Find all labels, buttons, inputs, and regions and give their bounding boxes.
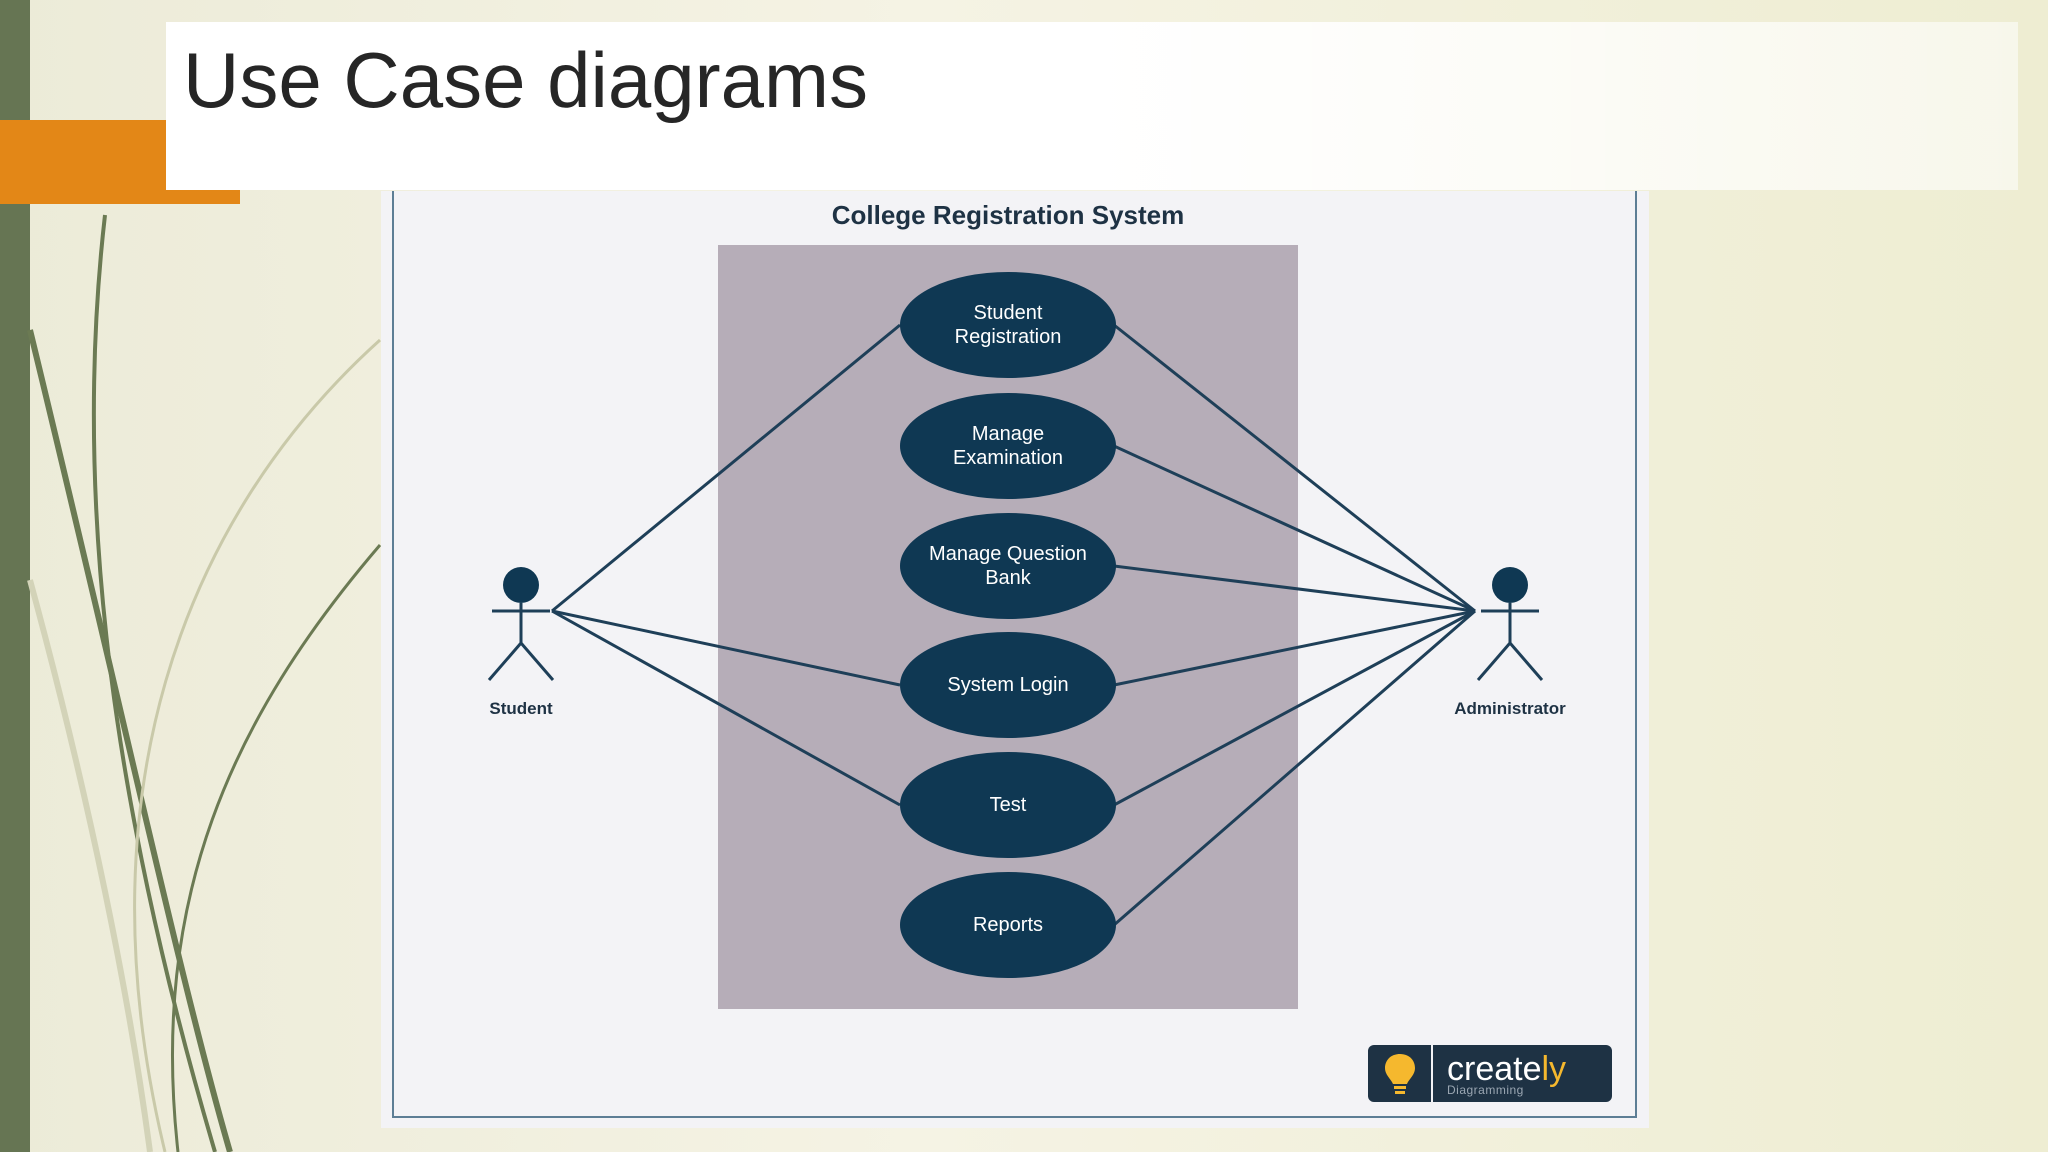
stick-figure-icon xyxy=(1476,567,1544,681)
diagram-title: College Registration System xyxy=(831,200,1185,230)
assoc-admin-login xyxy=(1113,609,1476,687)
stick-figure-icon xyxy=(487,567,555,681)
usecase-manage-examination: Manage Examination xyxy=(900,393,1116,499)
usecase-reports: Reports xyxy=(900,872,1116,978)
assoc-admin-test xyxy=(1113,609,1476,807)
decorative-curves xyxy=(27,214,382,1152)
usecase-student-registration: Student Registration xyxy=(900,272,1116,378)
actor-student-label: Student xyxy=(489,699,553,718)
diagram-frame xyxy=(392,191,1637,1118)
assoc-student-login xyxy=(551,609,901,687)
logo-tagline: Diagramming xyxy=(1447,1082,1524,1097)
assoc-student-test xyxy=(551,609,901,807)
assoc-admin-reports xyxy=(1113,609,1476,927)
usecase-manage-question-bank: Manage Question Bank xyxy=(900,513,1116,619)
assoc-admin-registration xyxy=(1113,323,1476,613)
usecase-test: Test xyxy=(900,752,1116,858)
usecase-system-login: System Login xyxy=(900,632,1116,738)
slide-title: Use Case diagrams xyxy=(183,36,868,124)
logo-wordmark: creately xyxy=(1447,1049,1567,1088)
lightbulb-icon xyxy=(1368,1045,1433,1102)
assoc-student-registration xyxy=(551,323,901,613)
actor-administrator-label: Administrator xyxy=(1454,699,1566,718)
assoc-admin-examination xyxy=(1113,444,1476,613)
title-band xyxy=(166,22,2018,190)
assoc-admin-question-bank xyxy=(1113,564,1476,613)
creately-logo: creately Diagramming xyxy=(1368,1045,1612,1102)
